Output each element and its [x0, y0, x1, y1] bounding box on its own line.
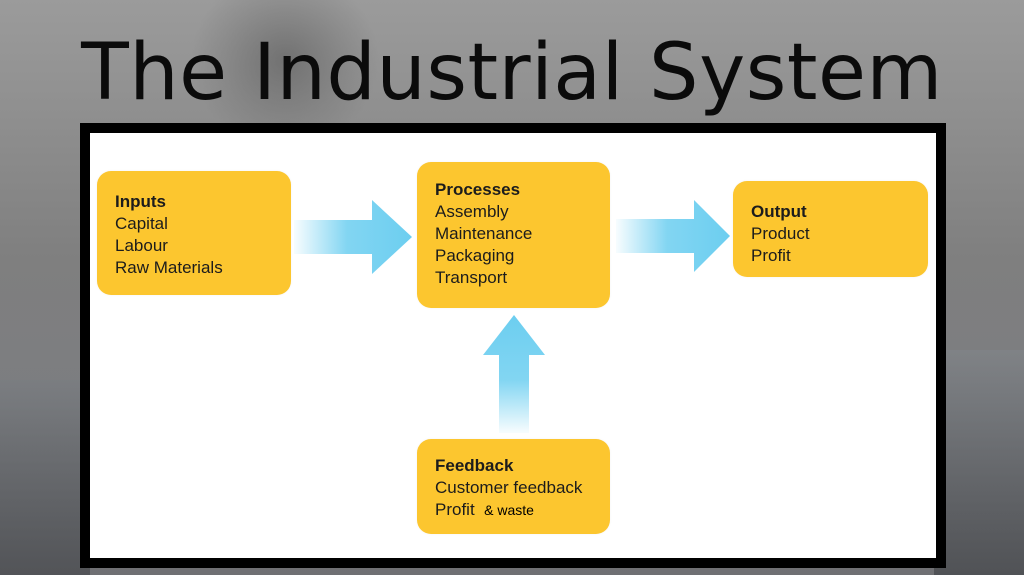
processes-item: Maintenance [435, 224, 533, 243]
inputs-heading: Inputs [115, 192, 166, 211]
output-item: Profit [751, 246, 791, 265]
background-city-left [0, 380, 90, 575]
slide-title: The Industrial System [81, 28, 943, 118]
output-box: Output Product Profit [733, 181, 928, 277]
processes-item: Assembly [435, 202, 509, 221]
processes-box: Processes Assembly Maintenance Packaging… [417, 162, 610, 308]
arrow-inputs-to-processes [294, 200, 412, 274]
feedback-box: Feedback Customer feedback Profit & wast… [417, 439, 610, 534]
inputs-item: Labour [115, 236, 168, 255]
output-item: Product [751, 224, 810, 243]
processes-item: Transport [435, 268, 508, 287]
feedback-item: Customer feedback [435, 478, 583, 497]
inputs-box: Inputs Capital Labour Raw Materials [97, 171, 291, 295]
feedback-item: Profit [435, 500, 475, 519]
inputs-item: Capital [115, 214, 168, 233]
background-city-right [934, 350, 1024, 575]
processes-item: Packaging [435, 246, 515, 265]
diagram-frame: Inputs Capital Labour Raw Materials Proc… [80, 123, 946, 568]
processes-heading: Processes [435, 180, 521, 199]
arrow-feedback-to-processes [483, 315, 545, 433]
feedback-item-profit-line: Profit & waste [435, 499, 592, 521]
feedback-heading: Feedback [435, 456, 514, 475]
arrow-processes-to-output [616, 200, 730, 272]
inputs-item: Raw Materials [115, 258, 223, 277]
output-heading: Output [751, 202, 807, 221]
feedback-annotation: & waste [484, 502, 534, 518]
